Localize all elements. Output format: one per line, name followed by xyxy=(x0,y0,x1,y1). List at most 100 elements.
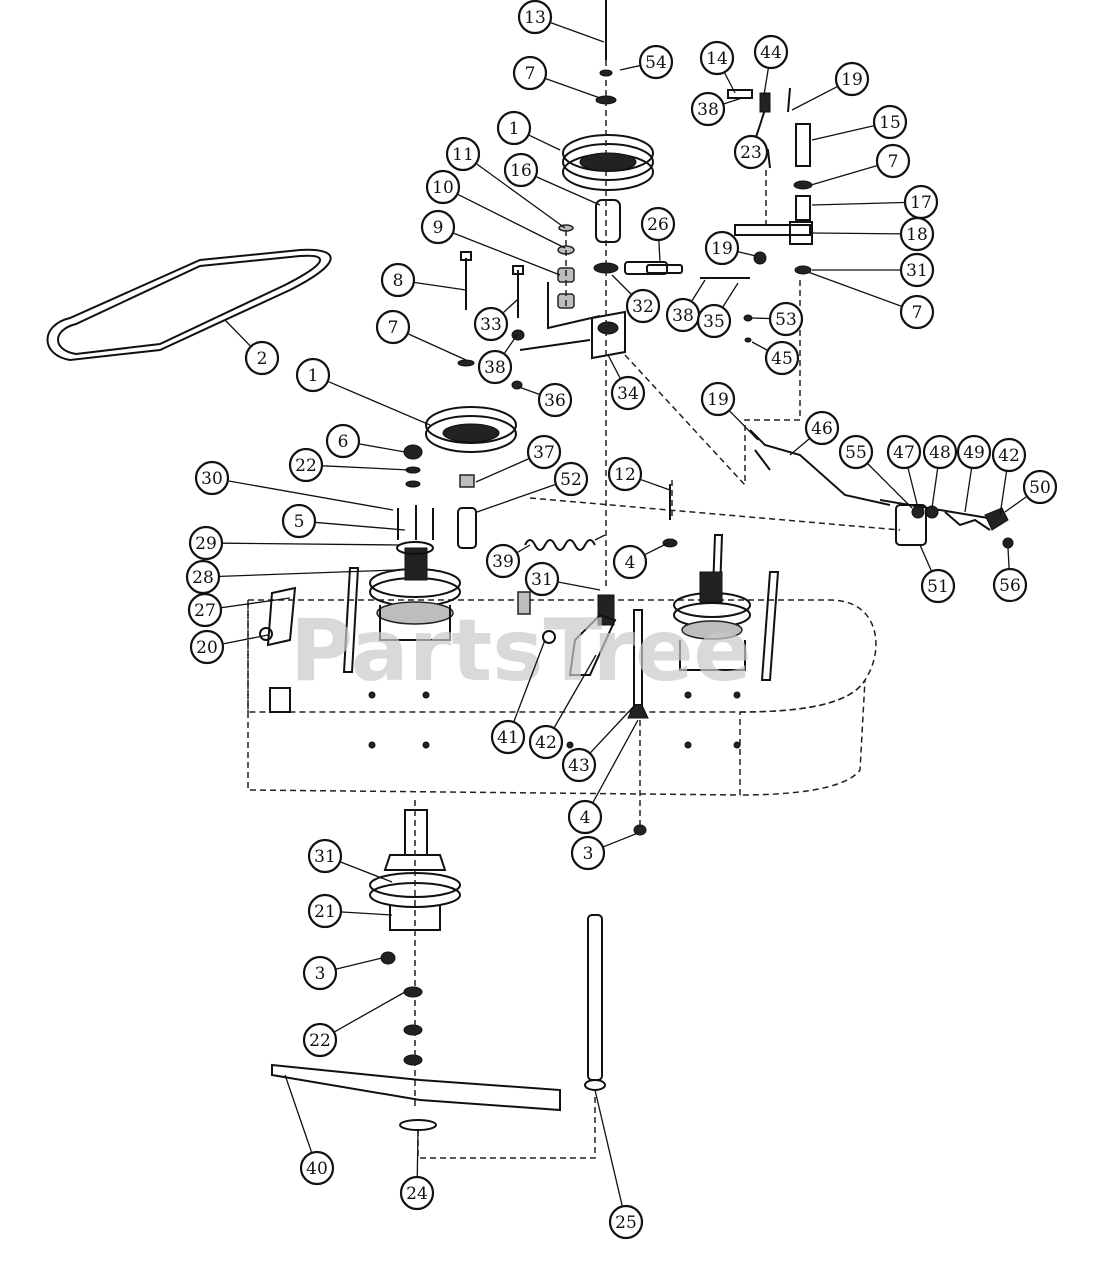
callout-circle xyxy=(956,434,992,470)
callout-label: 7 xyxy=(912,303,923,323)
part-callout: 13 xyxy=(517,0,553,35)
callout-label: 10 xyxy=(432,178,454,198)
callout-circle xyxy=(899,216,935,252)
part-callout: 40 xyxy=(299,1150,335,1186)
part-callout: 52 xyxy=(553,461,589,497)
callout-leader-line xyxy=(811,232,901,235)
callout-leader-line xyxy=(416,1129,419,1177)
part-callout: 32 xyxy=(625,288,661,324)
part-callout: 28 xyxy=(185,559,221,595)
callout-label: 24 xyxy=(406,1184,428,1204)
callout-leader-line xyxy=(315,521,406,531)
callout-leader-line xyxy=(919,544,932,571)
callout-circle xyxy=(526,434,562,470)
part-callout: 12 xyxy=(607,456,643,492)
part-callout: 18 xyxy=(899,216,935,252)
callout-label: 33 xyxy=(480,315,502,335)
part-callout: 38 xyxy=(690,91,726,127)
part-callout: 26 xyxy=(640,206,676,242)
callout-label: 19 xyxy=(711,239,733,259)
right-spindle-pulley-assembly xyxy=(673,571,751,671)
part-callout: 24 xyxy=(399,1175,435,1211)
callout-leader-line xyxy=(867,463,913,509)
callout-leader-line xyxy=(336,957,383,970)
callout-leader-line xyxy=(529,134,561,151)
callout-label: 5 xyxy=(294,512,305,532)
callout-label: 9 xyxy=(433,218,444,238)
part-callout: 34 xyxy=(610,375,646,411)
callout-circle xyxy=(528,724,564,760)
callout-label: 38 xyxy=(484,358,506,378)
callout-leader-line xyxy=(504,334,518,354)
callout-leader-line xyxy=(341,911,393,916)
callout-leader-line xyxy=(513,639,546,722)
callout-circle xyxy=(704,230,740,266)
callout-circle xyxy=(187,592,223,628)
callout-circle xyxy=(288,447,324,483)
callout-circle xyxy=(477,349,513,385)
callout-label: 6 xyxy=(338,432,349,452)
callout-circle xyxy=(473,306,509,342)
callout-label: 46 xyxy=(811,419,833,439)
callout-leader-line xyxy=(619,65,640,71)
part-callout: 42 xyxy=(991,437,1027,473)
part-callout: 54 xyxy=(638,44,674,80)
callout-label: 14 xyxy=(706,49,728,69)
callout-circle xyxy=(302,955,338,991)
drive-belt xyxy=(46,248,332,362)
mower-deck-housing xyxy=(247,534,877,796)
callout-label: 26 xyxy=(647,215,669,235)
callout-circle xyxy=(733,134,769,170)
callout-circle xyxy=(991,437,1027,473)
callout-circle xyxy=(753,34,789,70)
part-callout: 53 xyxy=(768,301,804,337)
callout-label: 22 xyxy=(309,1031,331,1051)
callout-circle xyxy=(768,301,804,337)
callout-leader-line xyxy=(553,654,597,728)
callout-leader-line xyxy=(644,542,669,555)
part-callout: 7 xyxy=(375,309,411,345)
callout-circle xyxy=(992,567,1028,603)
callout-circle xyxy=(512,55,548,91)
part-callout: 20 xyxy=(189,629,225,665)
part-callout: 7 xyxy=(899,294,935,330)
callout-leader-line xyxy=(340,861,393,883)
callout-label: 28 xyxy=(192,568,214,588)
callout-label: 41 xyxy=(497,728,519,748)
callout-circle xyxy=(420,209,456,245)
callout-circle xyxy=(185,559,221,595)
callout-leader-line xyxy=(222,542,401,546)
part-callout: 22 xyxy=(288,447,324,483)
callout-leader-line xyxy=(789,438,810,456)
callout-label: 1 xyxy=(509,119,520,139)
callout-leader-line xyxy=(545,78,601,99)
callout-leader-line xyxy=(518,386,540,395)
callout-leader-line xyxy=(517,544,531,553)
callout-leader-line xyxy=(791,86,838,111)
lower-left-pulley xyxy=(403,359,517,549)
part-callout: 45 xyxy=(764,340,800,376)
callout-label: 8 xyxy=(393,271,404,291)
callout-circle xyxy=(524,561,560,597)
callout-circle xyxy=(299,1150,335,1186)
callout-circle xyxy=(561,747,597,783)
callout-label: 3 xyxy=(315,964,326,984)
callout-leader-line xyxy=(453,232,561,276)
part-callout: 8 xyxy=(380,262,416,298)
callout-leader-line xyxy=(738,251,757,257)
callout-leader-line xyxy=(807,271,902,307)
callout-circle xyxy=(244,340,280,376)
callout-circle xyxy=(425,169,461,205)
callout-leader-line xyxy=(475,458,529,483)
part-callout: 37 xyxy=(526,434,562,470)
part-callout: 50 xyxy=(1022,469,1058,505)
callout-label: 51 xyxy=(927,577,949,597)
part-callout: 38 xyxy=(665,297,701,333)
callout-label: 31 xyxy=(531,570,553,590)
callout-leader-line xyxy=(503,299,518,313)
callout-circle xyxy=(295,357,331,393)
callout-leader-line xyxy=(603,832,639,848)
left-spindle-pulley-assembly xyxy=(369,505,461,641)
callout-leader-line xyxy=(594,1089,623,1206)
